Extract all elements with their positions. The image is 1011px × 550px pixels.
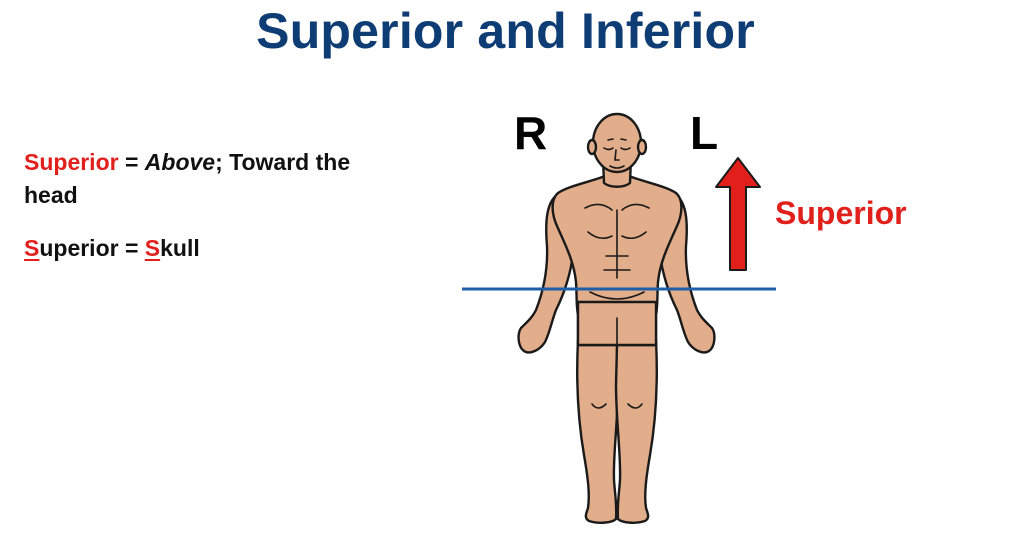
definition-term: Superior — [24, 149, 119, 175]
slide-title: Superior and Inferior — [256, 3, 755, 59]
side-label-left: L — [690, 107, 719, 159]
definition-meaning: Above — [144, 149, 216, 175]
mnemonic-word-initial: S — [144, 235, 161, 261]
definition-superior: Superior = Above; Toward the head — [24, 146, 384, 212]
superior-arrow-label: Superior — [775, 195, 907, 231]
body-detail-lines — [584, 138, 650, 409]
arrow-up-icon — [715, 157, 761, 271]
definition-equals: = — [118, 149, 145, 175]
mnemonic-word-rest: kull — [160, 235, 200, 261]
mnemonic-term-initial: S — [24, 235, 40, 261]
side-label-right: R — [514, 107, 548, 159]
mnemonic-superior: Superior = Skull — [24, 232, 384, 265]
mnemonic-equals: = — [118, 235, 145, 261]
human-body-anterior-icon — [517, 112, 716, 524]
definition-rest: ; Toward the head — [24, 149, 351, 208]
mnemonic-term-rest: uperior — [39, 235, 119, 261]
